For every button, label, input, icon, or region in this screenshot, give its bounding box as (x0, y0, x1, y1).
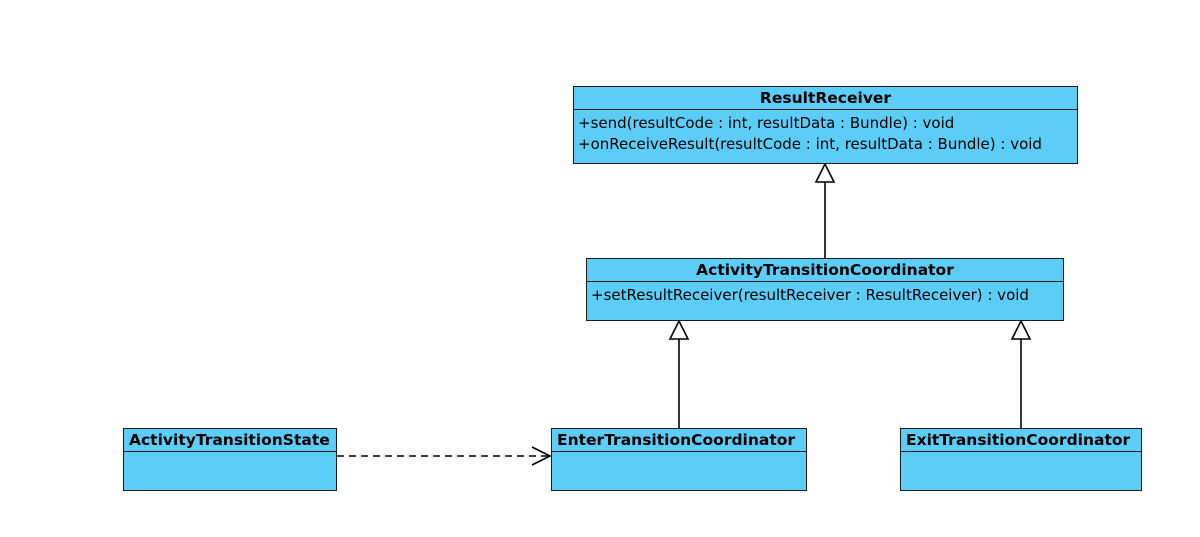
operation: +send(resultCode : int, resultData : Bun… (578, 114, 955, 132)
generalization-enter-to-atc (668, 319, 690, 428)
class-name: EnterTransitionCoordinator (552, 429, 806, 452)
operation: +setResultReceiver(resultReceiver : Resu… (591, 286, 1029, 304)
operation: +onReceiveResult(resultCode : int, resul… (578, 135, 1042, 153)
generalization-exit-to-atc (1010, 319, 1032, 428)
operations-compartment (901, 452, 1141, 455)
operations-compartment (124, 452, 336, 455)
dependency-state-to-enter (337, 446, 552, 466)
class-enter-transition-coordinator[interactable]: EnterTransitionCoordinator (551, 428, 807, 491)
class-result-receiver[interactable]: ResultReceiver +send(resultCode : int, r… (573, 86, 1078, 164)
operations-compartment (552, 452, 806, 455)
class-exit-transition-coordinator[interactable]: ExitTransitionCoordinator (900, 428, 1142, 491)
class-name: ResultReceiver (574, 87, 1077, 110)
class-activity-transition-coordinator[interactable]: ActivityTransitionCoordinator +setResult… (586, 258, 1064, 321)
operations-compartment: +send(resultCode : int, resultData : Bun… (574, 110, 1077, 155)
operations-compartment: +setResultReceiver(resultReceiver : Resu… (587, 282, 1063, 306)
class-name: ActivityTransitionState (124, 429, 336, 452)
class-name: ExitTransitionCoordinator (901, 429, 1141, 452)
class-name: ActivityTransitionCoordinator (587, 259, 1063, 282)
generalization-atc-to-result-receiver (814, 162, 836, 258)
class-activity-transition-state[interactable]: ActivityTransitionState (123, 428, 337, 491)
